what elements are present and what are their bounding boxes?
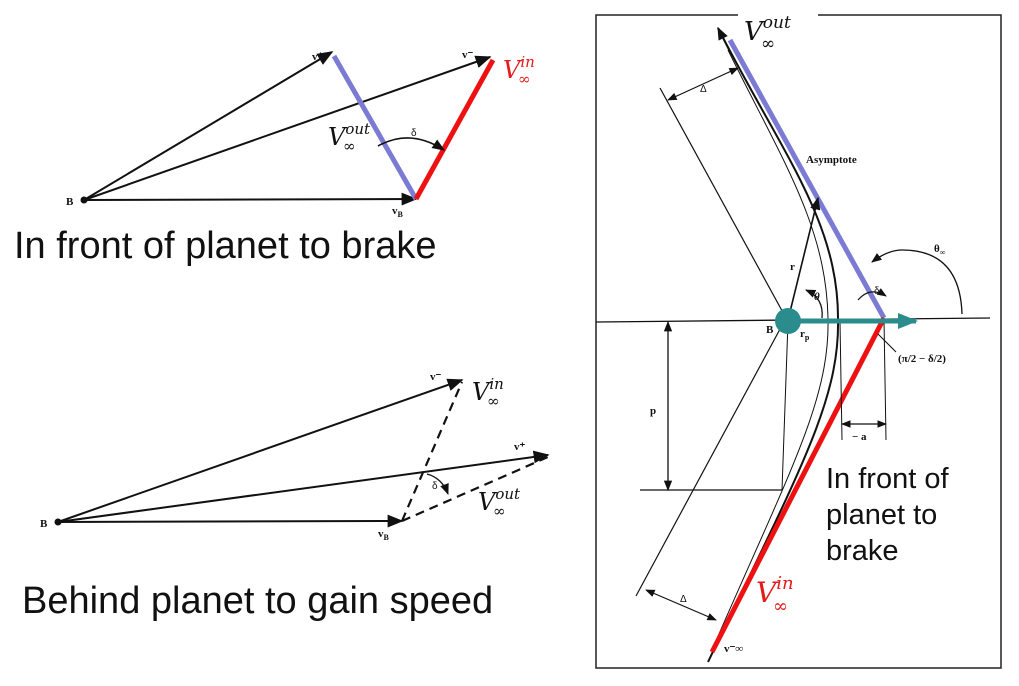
bottom-label-vinf-in-sub: ∞ <box>487 392 500 410</box>
flyby-vinf-out-sub: ∞ <box>761 34 775 54</box>
top-label-v-plus: v⁺ <box>312 51 324 63</box>
trajectory-arrow-out <box>717 26 731 53</box>
bottom-label-vinf-out-sub: ∞ <box>493 502 506 520</box>
bottom-label-vinf-out: Vout <box>478 485 521 516</box>
hyperbola-inner <box>711 49 829 651</box>
top-label-vB: vB <box>392 205 404 219</box>
flyby-vinf-in-label: Vin <box>756 573 794 609</box>
theta-inf-label: θ∞ <box>934 243 946 257</box>
bottom-label-v-minus: v⁻ <box>430 371 442 383</box>
bottom-vector-v-in <box>400 381 464 522</box>
delta-dim-bottom <box>645 589 717 621</box>
planet <box>775 308 801 334</box>
bottom-vector-v-B <box>57 514 404 528</box>
top-vector-diagram: B v⁺ v⁻ vB δ Vin ∞ Vout ∞ <box>66 49 535 219</box>
top-label-delta: δ <box>411 128 417 139</box>
angle-leader <box>877 333 897 353</box>
flyby-B-label: B <box>766 324 774 336</box>
r-label: r <box>790 261 795 273</box>
caption-gain-speed: Behind planet to gain speed <box>22 580 494 622</box>
bottom-label-vinf-in: Vin <box>472 375 504 406</box>
guide-line-upper <box>659 87 787 319</box>
bottom-vector-v-out <box>401 455 549 523</box>
flyby-vinf-in-sub: ∞ <box>773 596 788 617</box>
guide-line-lower <box>635 317 787 597</box>
p-label: p <box>650 405 656 417</box>
flyby-frame <box>595 14 1002 669</box>
bottom-label-B: B <box>40 518 48 530</box>
delta-top-label: Δ <box>700 84 707 95</box>
bottom-label-v-plus: v⁺ <box>514 441 526 453</box>
top-vector-v-in <box>413 58 496 201</box>
flyby-delta-label: δ <box>874 286 880 297</box>
bottom-label-vB: vB <box>378 528 390 542</box>
theta-label: θ <box>814 291 820 303</box>
p-vertical-guide <box>781 321 789 491</box>
delta-dim-top <box>667 67 739 101</box>
delta-bottom-label: Δ <box>680 594 687 605</box>
asymptote-in <box>709 316 887 654</box>
bottom-label-delta: δ <box>432 481 438 492</box>
top-label-vinf-out: Vout <box>328 120 371 151</box>
flyby-delta-arc <box>857 288 887 301</box>
bottom-delta-arc <box>426 473 449 496</box>
flyby-note: In front of planet to brake <box>826 461 949 569</box>
a-guide-right <box>883 319 887 441</box>
vinf-out-label-bg <box>738 12 818 46</box>
angle-expr-label: (π/2 − δ/2) <box>898 353 946 365</box>
theta-arc <box>805 289 823 319</box>
minus-a-label: − a <box>852 431 867 443</box>
radius-vector-r <box>787 196 821 321</box>
top-label-B: B <box>66 196 74 208</box>
theta-inf-arc <box>901 249 963 315</box>
flyby-vinf-out-label: Vout <box>744 13 791 47</box>
top-label-v-minus: v⁻ <box>462 49 474 61</box>
flyby-note-line-3: brake <box>826 535 899 567</box>
flyby-panel: Asymptote Δ Δ r θ rp B δ θ∞ (π/2 − δ/2) … <box>595 12 1002 669</box>
bottom-vector-v-minus <box>57 378 464 523</box>
top-vector-v-plus <box>83 51 334 201</box>
bottom-vector-diagram: B v⁻ v⁺ vB δ Vin ∞ Vout ∞ <box>40 371 550 542</box>
top-vector-v-minus <box>83 55 492 201</box>
hyperbola-trajectory <box>707 27 840 663</box>
theta-inf-arc-start <box>871 249 903 263</box>
flyby-note-line-1: In front of <box>826 463 949 495</box>
asymptote-label: Asymptote <box>806 154 857 166</box>
asymptote-out <box>727 38 887 320</box>
top-label-vinf-in: Vin <box>503 53 535 84</box>
v-inf-minus-label: v⁻∞ <box>724 643 743 655</box>
top-vector-v-B <box>83 192 418 206</box>
top-vector-v-out <box>331 54 419 201</box>
bottom-vector-v-plus <box>57 450 550 523</box>
top-label-vinf-in-sub: ∞ <box>518 70 531 88</box>
caption-brake: In front of planet to brake <box>14 225 437 267</box>
top-delta-arc <box>377 137 446 151</box>
rp-label: rp <box>800 328 810 342</box>
a-guide-left <box>839 321 843 441</box>
top-label-vinf-out-sub: ∞ <box>343 137 356 155</box>
flyby-note-line-2: planet to <box>826 499 938 531</box>
